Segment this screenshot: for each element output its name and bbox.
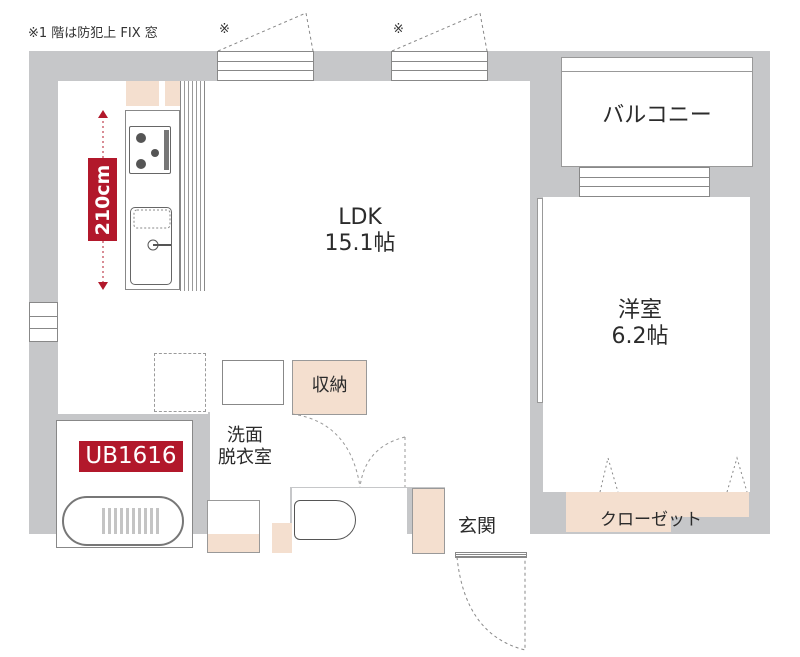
ldk-size: 15.1帖 <box>324 231 396 257</box>
western-room-sliding-door <box>537 198 543 403</box>
stove-icon <box>129 126 171 174</box>
entrance-door-swing <box>456 556 526 651</box>
entrance-door[interactable] <box>455 552 527 558</box>
bathtub-icon <box>62 496 184 546</box>
top-window-2 <box>391 51 488 81</box>
fix-window-note: ※1 階は防犯上 FIX 窓 <box>28 26 158 41</box>
kitchen-width-text: 210cm <box>91 164 114 235</box>
hallway-door-swings <box>291 413 406 488</box>
fridge-space <box>154 353 206 412</box>
balcony-window <box>579 167 710 197</box>
washing-machine-space <box>207 500 260 553</box>
kitchen-upper-cabinet-1 <box>126 81 159 106</box>
washroom-line2: 脱衣室 <box>218 446 272 468</box>
ldk-name: LDK <box>338 205 382 230</box>
hallway-lower <box>445 412 530 552</box>
toilet-icon <box>294 500 356 540</box>
western-room-name: 洋室 <box>617 298 662 323</box>
window-mark-2: ※ <box>393 22 404 37</box>
closet-lower <box>566 492 671 532</box>
shoe-cabinet <box>412 488 445 554</box>
western-room-label: 洋室 6.2帖 <box>590 298 690 351</box>
toilet-cabinet <box>272 523 292 553</box>
western-room-size: 6.2帖 <box>611 324 669 350</box>
balcony-label: バルコニー <box>602 103 712 128</box>
storage: 収納 <box>292 360 367 415</box>
dimension-arrow-icon <box>98 110 108 290</box>
kitchen-wall-lines <box>180 81 205 291</box>
ldk-label: LDK 15.1帖 <box>310 205 410 258</box>
vanity-icon <box>222 360 284 405</box>
washroom-line1: 洗面 <box>227 425 263 446</box>
left-window <box>29 302 58 342</box>
balcony: バルコニー <box>561 57 753 167</box>
western-room <box>543 197 750 492</box>
entrance-label: 玄関 <box>458 515 497 537</box>
washroom-label: 洗面 脱衣室 <box>210 425 280 468</box>
unit-bath-tag: UB1616 <box>79 441 183 472</box>
sink-icon <box>130 207 172 285</box>
closet-door-swing <box>599 456 748 493</box>
window-swing-lines <box>217 12 488 52</box>
kitchen-width-tag: 210cm <box>88 158 117 241</box>
window-mark-1: ※ <box>219 22 230 37</box>
closet-label: クローゼット <box>600 510 702 530</box>
top-window-1 <box>217 51 314 81</box>
storage-label: 収納 <box>311 375 348 396</box>
